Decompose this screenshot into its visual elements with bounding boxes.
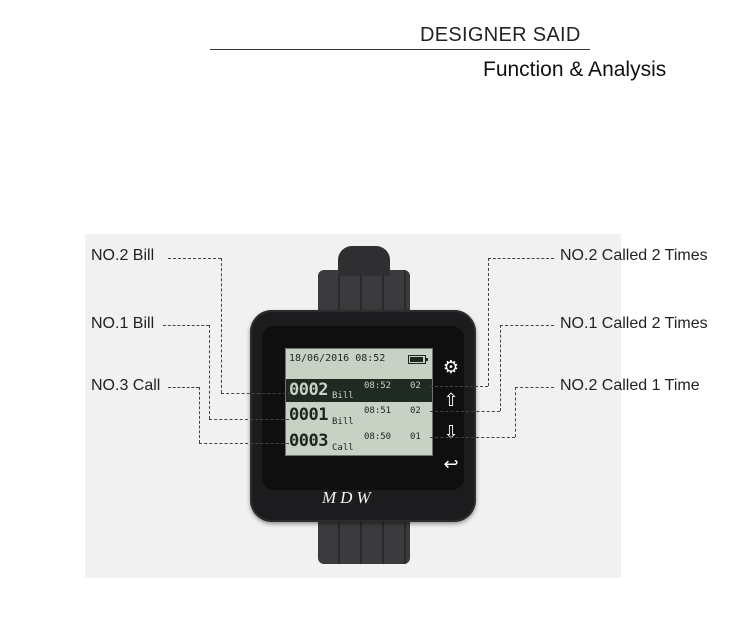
label-no3-call: NO.3 Call — [91, 377, 161, 394]
lcd-call-count: 02 — [410, 381, 421, 391]
lcd-call-time: 08:51 — [364, 406, 392, 416]
leader-line — [209, 325, 210, 419]
arrow-up-icon[interactable]: ⇧ — [443, 390, 459, 411]
leader-line — [221, 393, 291, 394]
battery-icon — [408, 355, 428, 364]
lcd-call-count: 02 — [410, 406, 421, 416]
lcd-call-row[interactable]: 0001 Bill 08:51 02 — [286, 403, 432, 428]
arrow-down-icon[interactable]: ⇩ — [443, 422, 459, 443]
leader-line — [199, 387, 200, 443]
lcd-call-number: 0003 — [289, 431, 328, 451]
watch-strap-bottom — [318, 514, 410, 564]
lcd-call-type: Bill — [332, 391, 354, 401]
leader-line — [500, 325, 501, 411]
pager-lcd-screen: 18/06/2016 08:52 0002 Bill 08:52 02 0001… — [285, 348, 433, 456]
label-no1-called-2-times: NO.1 Called 2 Times — [560, 315, 708, 332]
lcd-status-bar: 18/06/2016 08:52 — [286, 351, 432, 367]
leader-line — [168, 258, 221, 259]
label-no2-bill: NO.2 Bill — [91, 247, 155, 264]
leader-line — [221, 258, 222, 393]
leader-line — [163, 325, 209, 326]
gear-icon[interactable]: ⚙ — [442, 357, 460, 378]
leader-line — [430, 386, 488, 387]
lcd-call-type: Bill — [332, 417, 354, 427]
lcd-call-row[interactable]: 0003 Call 08:50 01 — [286, 429, 432, 454]
leader-line — [199, 443, 289, 444]
label-no2-called-1-time: NO.2 Called 1 Time — [560, 377, 700, 394]
header-title: DESIGNER SAID — [420, 24, 581, 46]
watch-strap-buckle — [338, 246, 390, 276]
label-no2-called-2-times: NO.2 Called 2 Times — [560, 247, 708, 264]
lcd-call-number: 0001 — [289, 405, 328, 425]
leader-line — [515, 387, 554, 388]
return-icon[interactable]: ↩ — [443, 454, 459, 475]
lcd-datetime: 18/06/2016 08:52 — [289, 353, 386, 364]
lcd-call-time: 08:50 — [364, 432, 392, 442]
leader-line — [430, 437, 515, 438]
label-no1-bill: NO.1 Bill — [91, 315, 155, 332]
header-divider — [210, 49, 590, 50]
leader-line — [515, 387, 516, 437]
leader-line — [209, 419, 289, 420]
lcd-call-row[interactable]: 0002 Bill 08:52 02 — [286, 379, 432, 402]
leader-line — [168, 387, 199, 388]
leader-line — [500, 325, 554, 326]
lcd-call-count: 01 — [410, 432, 421, 442]
leader-line — [430, 411, 500, 412]
leader-line — [488, 258, 489, 386]
lcd-call-type: Call — [332, 443, 354, 453]
lcd-call-number: 0002 — [289, 380, 328, 400]
leader-line — [488, 258, 554, 259]
device-brand-logo: MDW — [322, 488, 375, 507]
lcd-call-time: 08:52 — [364, 381, 392, 391]
header-subtitle: Function & Analysis — [483, 58, 667, 81]
